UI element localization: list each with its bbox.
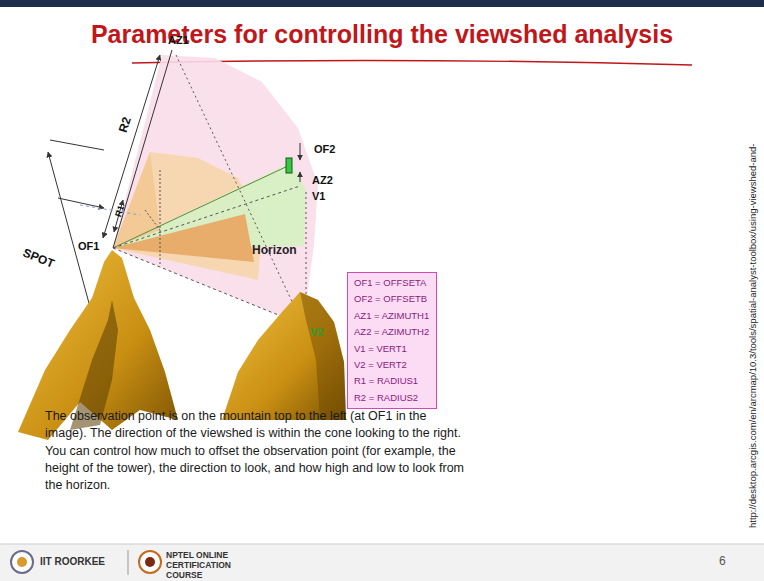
illustration-part	[139, 551, 161, 573]
illustration-part	[113, 152, 160, 248]
illustration-part	[0, 544, 764, 545]
illustration-part	[17, 557, 27, 567]
azimuth-label: AZ1	[168, 34, 189, 47]
azimuth-label: AZ2	[312, 174, 333, 187]
illustration-part	[11, 551, 33, 573]
illustration-part	[50, 140, 104, 150]
caption-text: The observation point is on the mountain…	[45, 408, 470, 494]
illustration-part	[113, 50, 172, 248]
illustration-part	[58, 198, 104, 208]
slide-title: Parameters for controlling the viewshed …	[0, 20, 764, 49]
illustration-part	[145, 557, 155, 567]
legend-entry: OF2 = OFFSETB	[354, 291, 430, 307]
illustration-part	[0, 0, 764, 7]
spot-label: SPOT	[21, 246, 56, 271]
illustration-part	[0, 544, 764, 581]
viewshed-cone	[113, 50, 318, 327]
legend-entry: V2 = VERT2	[354, 357, 430, 373]
horizon-label: Horizon	[252, 244, 297, 258]
illustration-part	[113, 165, 290, 248]
legend-entry: R1 = RADIUS1	[354, 373, 430, 389]
illustration-part	[300, 172, 301, 182]
legend-entry: AZ1 = AZIMUTH1	[354, 308, 430, 324]
illustration-part	[160, 170, 161, 265]
page-number: 6	[719, 555, 726, 569]
offset-label: OF1	[78, 240, 99, 253]
illustration-part	[300, 292, 346, 420]
source-url: http://desktop.arcgis.com/en/arcmap/10.3…	[748, 144, 759, 528]
legend-entry: R2 = RADIUS2	[354, 390, 430, 406]
illustration-part	[145, 210, 160, 230]
legend-entry: AZ2 = AZIMUTH2	[354, 324, 430, 340]
illustration-part	[300, 143, 301, 160]
offset-label: OF2	[314, 143, 335, 156]
vertical-label: V1	[312, 190, 325, 203]
legend-entry: V1 = VERT1	[354, 341, 430, 357]
illustration-part	[286, 158, 292, 173]
legend-box: OF1 = OFFSETAOF2 = OFFSETBAZ1 = AZIMUTH1…	[347, 272, 437, 409]
legend-entry: OF1 = OFFSETA	[354, 275, 430, 291]
illustration-part	[113, 55, 318, 325]
illustration-part	[128, 550, 129, 575]
illustration-part	[222, 292, 346, 420]
illustration-part	[80, 205, 140, 215]
radius-label: R2	[117, 115, 135, 134]
institute-name: IIT ROORKEE	[40, 556, 105, 568]
illustration-part	[113, 186, 300, 248]
course-name: NPTEL ONLINE CERTIFICATION COURSE	[166, 551, 244, 580]
vertical-label: V2	[310, 326, 323, 339]
